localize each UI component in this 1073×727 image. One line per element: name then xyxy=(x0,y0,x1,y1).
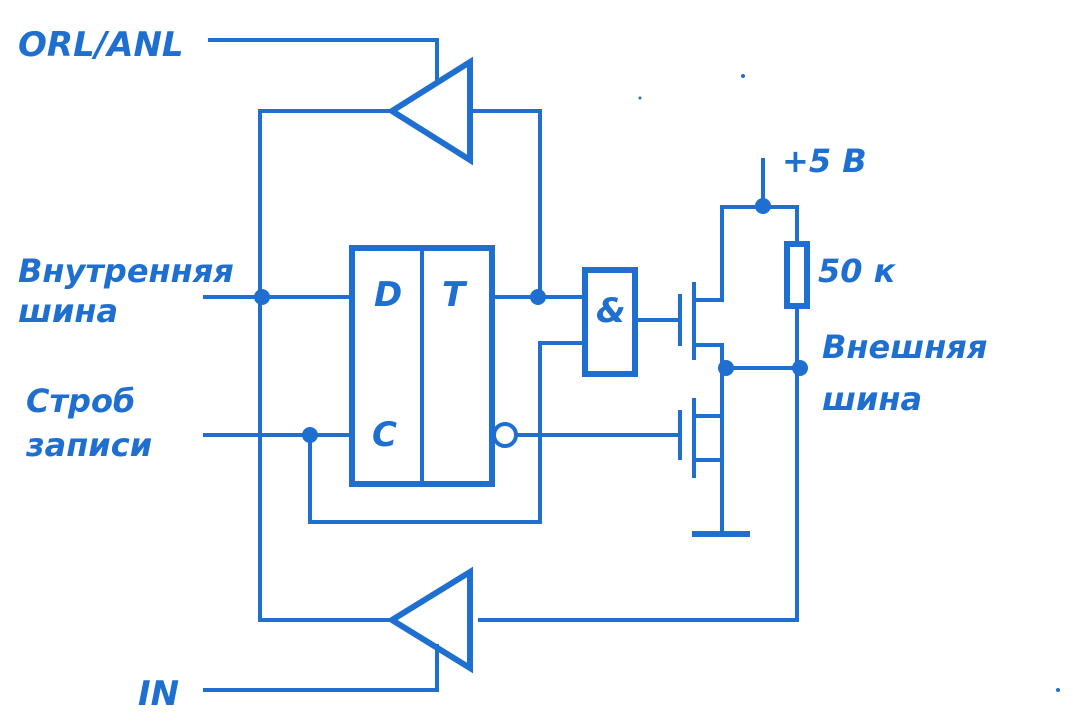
and-gate-symbol: & xyxy=(596,291,626,331)
internal-bus-label-line1: Внутренняя xyxy=(18,252,234,290)
orl-anl-buffer xyxy=(208,38,542,622)
pull-up-network xyxy=(478,158,810,622)
orl-anl-triangle xyxy=(386,56,473,166)
external-bus-return-wire xyxy=(478,304,799,622)
internal-bus-wiring xyxy=(203,289,354,305)
output-node-junction xyxy=(718,360,734,376)
internal-bus-junction xyxy=(254,289,270,305)
write-strobe-wiring xyxy=(203,341,590,524)
strobe-to-and-wire xyxy=(308,341,590,524)
flipflop-c-pin: C xyxy=(372,415,397,455)
write-strobe-label-line2: записи xyxy=(25,426,152,464)
q-feedback-wire xyxy=(468,109,542,299)
resistor-top-wire xyxy=(760,205,799,246)
inverted-output-bubble xyxy=(492,422,518,448)
in-label: IN xyxy=(138,674,179,714)
supply-label: +5 В xyxy=(782,142,867,180)
orl-anl-line xyxy=(208,38,439,84)
upper-transistor xyxy=(678,205,764,462)
d-flipflop: D T C xyxy=(349,245,518,487)
internal-bus-label-line2: шина xyxy=(18,292,118,330)
q-output-junction xyxy=(530,289,546,305)
scan-speck xyxy=(1056,688,1060,692)
and-gate: & xyxy=(582,267,680,377)
in-buffer xyxy=(203,566,473,692)
resistor-label: 50 к xyxy=(818,252,897,290)
flipflop-d-pin: D xyxy=(374,275,402,315)
in-control-line xyxy=(203,644,439,692)
scan-speck xyxy=(741,74,745,78)
in-buffer-triangle xyxy=(386,566,473,674)
upper-transistor-drain-wire xyxy=(692,205,764,302)
upper-source-lower-drain-wire xyxy=(692,343,724,462)
orl-anl-label: ORL/ANL xyxy=(18,25,184,65)
pull-up-resistor xyxy=(784,241,810,309)
flipflop-t-label: T xyxy=(442,275,468,315)
left-vertical-bus-wire xyxy=(258,109,394,622)
external-bus-junction xyxy=(792,360,808,376)
scan-speck xyxy=(638,96,642,100)
external-bus-label-line1: Внешняя xyxy=(822,328,987,366)
lower-transistor xyxy=(678,398,750,537)
write-strobe-label-line1: Строб xyxy=(26,382,135,420)
external-bus-label-line2: шина xyxy=(822,380,922,418)
